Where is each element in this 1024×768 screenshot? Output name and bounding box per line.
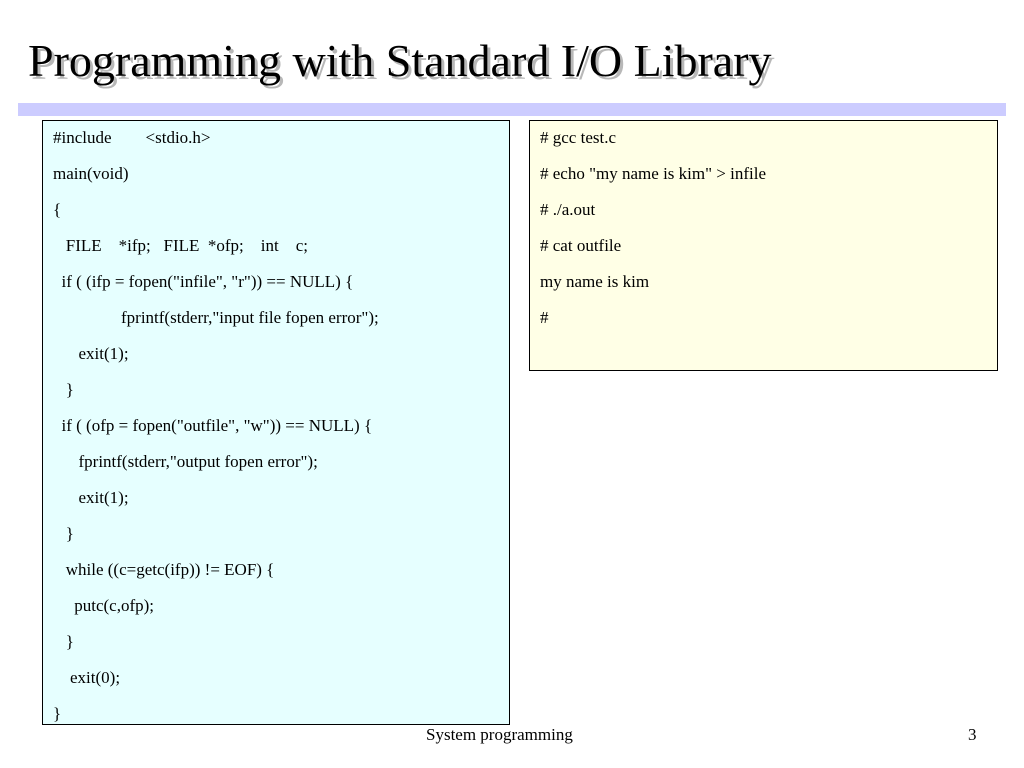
page-number: 3 bbox=[968, 725, 977, 744]
shell-line: # bbox=[540, 308, 549, 327]
code-line: } bbox=[53, 380, 74, 399]
code-line: FILE *ifp; FILE *ofp; int c; bbox=[53, 236, 308, 255]
code-line: putc(c,ofp); bbox=[53, 596, 155, 615]
code-line: fprintf(stderr,"input file fopen error")… bbox=[53, 308, 379, 327]
code-line: main(void) bbox=[53, 164, 129, 183]
code-line: while ((c=getc(ifp)) != EOF) { bbox=[53, 560, 275, 579]
shell-line: # echo "my name is kim" > infile bbox=[540, 164, 767, 183]
code-line: } bbox=[53, 704, 62, 723]
code-line: if ( (ofp = fopen("outfile", "w")) == NU… bbox=[53, 416, 373, 435]
footer-label: System programming bbox=[426, 725, 573, 744]
code-line: { bbox=[53, 200, 62, 219]
code-listing-box: #include <stdio.h> main(void) { FILE *if… bbox=[42, 120, 510, 725]
code-line: exit(1); bbox=[53, 344, 129, 363]
code-line: #include <stdio.h> bbox=[53, 128, 211, 147]
code-line: exit(1); bbox=[53, 488, 129, 507]
code-line: } bbox=[53, 632, 74, 651]
shell-line: # cat outfile bbox=[540, 236, 622, 255]
shell-line: # gcc test.c bbox=[540, 128, 616, 147]
shell-line: my name is kim bbox=[540, 272, 650, 291]
title-underline-bar bbox=[18, 103, 1006, 116]
slide-title: Programming with Standard I/O Library bbox=[28, 35, 772, 86]
code-line: fprintf(stderr,"output fopen error"); bbox=[53, 452, 318, 471]
shell-session-box: # gcc test.c # echo "my name is kim" > i… bbox=[529, 120, 998, 371]
code-line: exit(0); bbox=[53, 668, 121, 687]
code-line: if ( (ifp = fopen("infile", "r")) == NUL… bbox=[53, 272, 354, 291]
code-line: } bbox=[53, 524, 74, 543]
shell-line: # ./a.out bbox=[540, 200, 596, 219]
